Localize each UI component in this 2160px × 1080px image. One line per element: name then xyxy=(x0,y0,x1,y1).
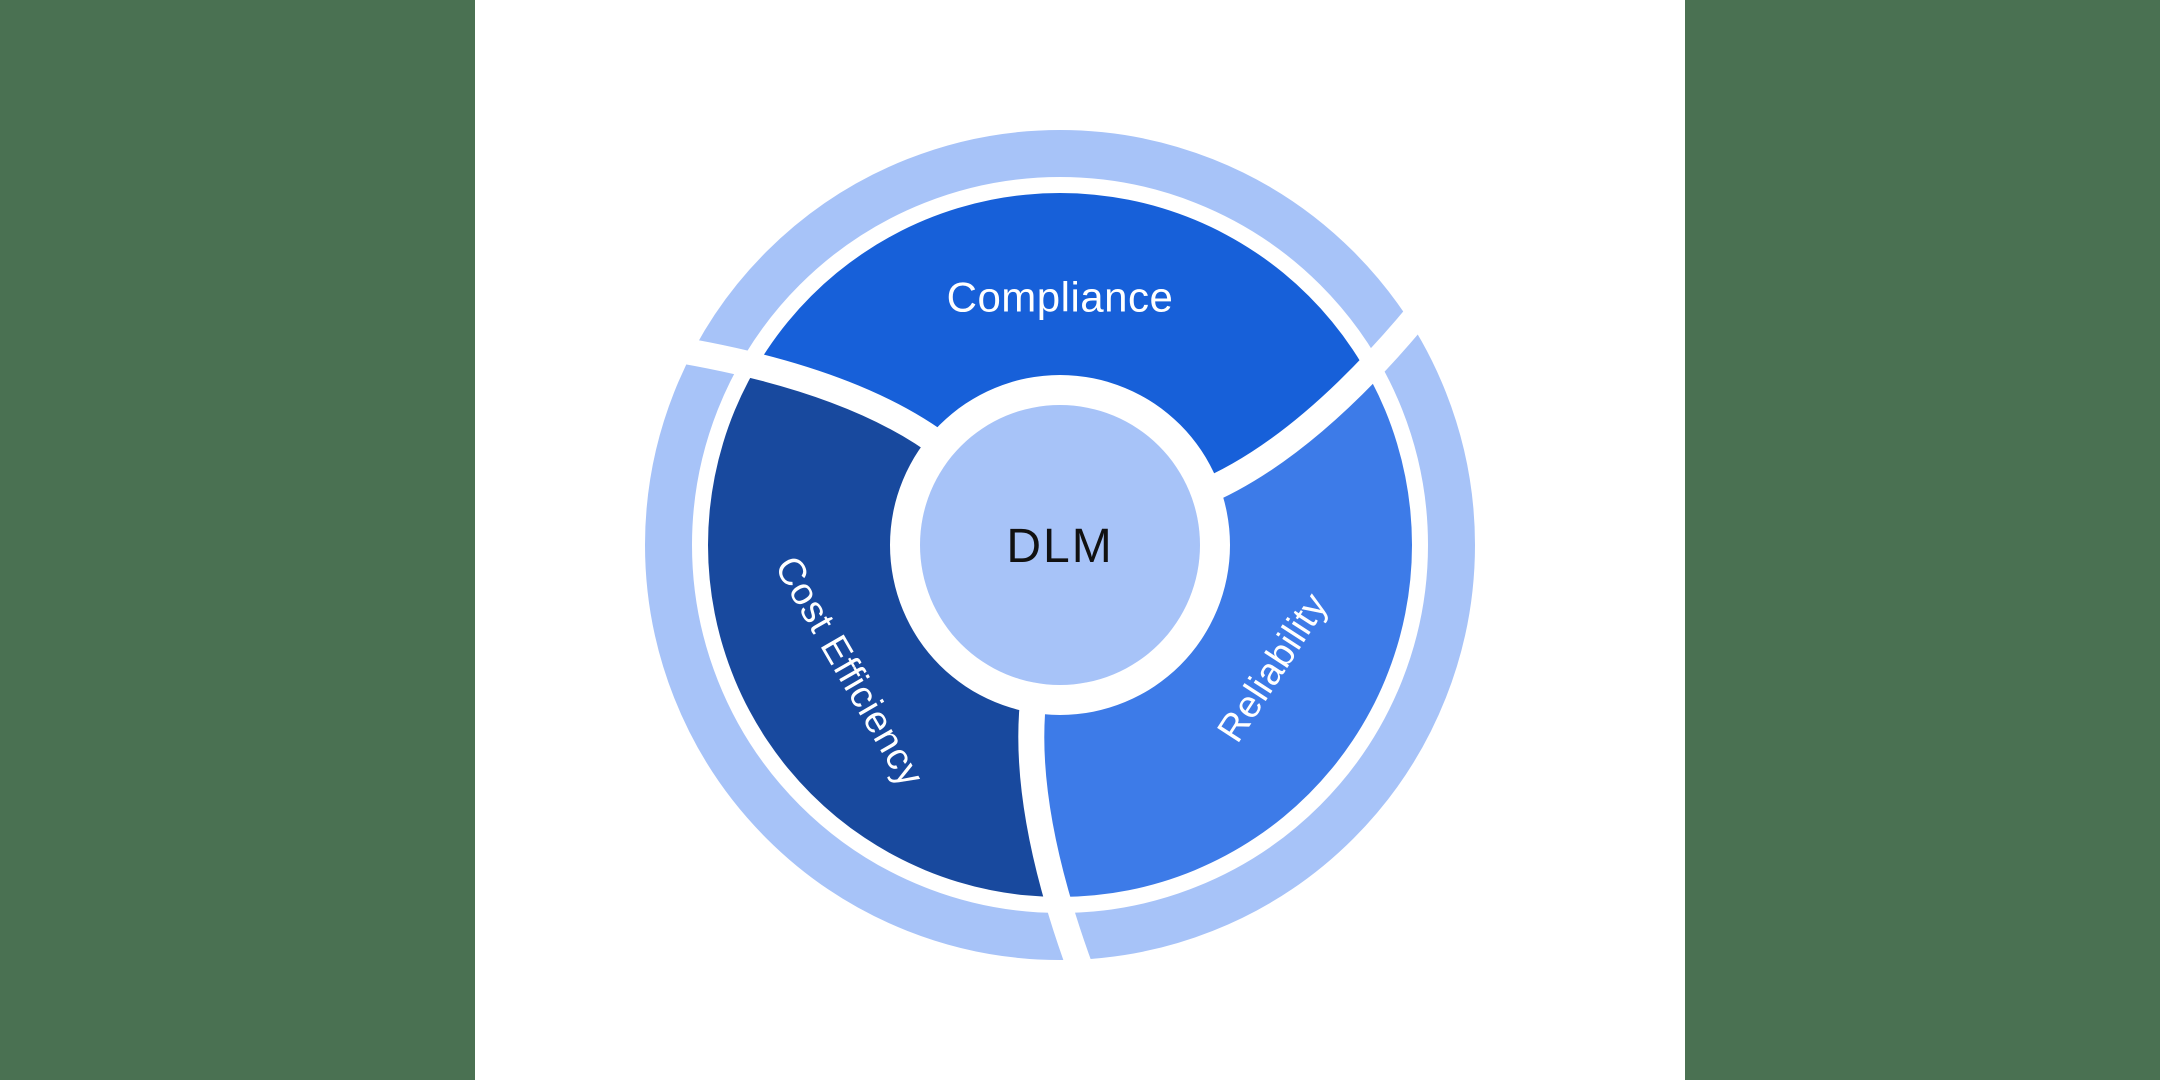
center-circle xyxy=(920,405,1200,685)
dividers xyxy=(649,282,1448,1004)
label-compliance: Compliance xyxy=(947,274,1174,321)
center-label: DLM xyxy=(1006,520,1113,573)
side-bar-right xyxy=(1685,0,2160,1080)
divider-compliance-costefficiency xyxy=(649,332,955,461)
side-bar-left xyxy=(0,0,475,1080)
divider-compliance-reliability xyxy=(1194,282,1448,507)
divider-reliability-costefficiency xyxy=(1018,688,1104,1004)
